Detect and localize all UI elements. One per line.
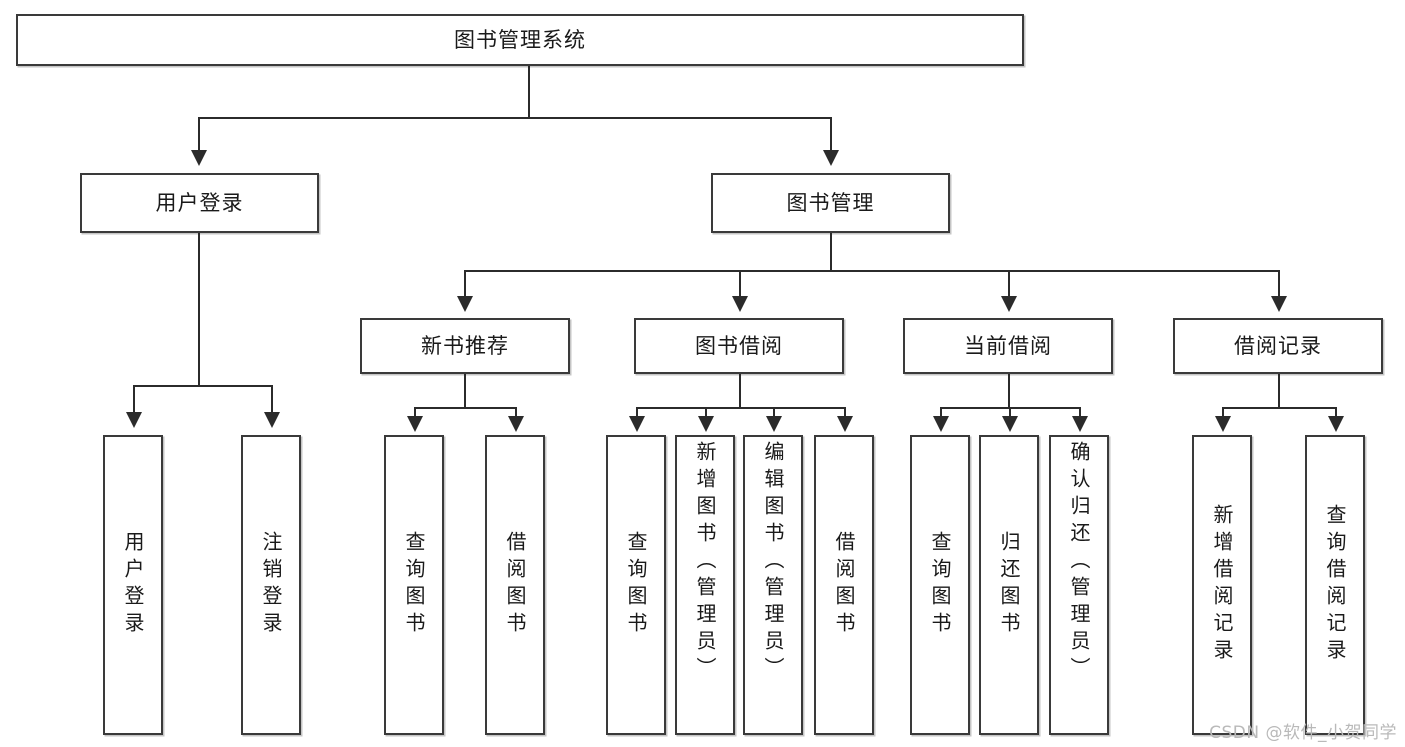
connector-book-borrow-child-1 <box>636 407 638 419</box>
arrow-user-login-child-2 <box>264 412 280 428</box>
connector-root-stem <box>528 66 530 117</box>
leaf-book-borrow-query[interactable]: 查询图书 <box>606 435 666 735</box>
connector-book-borrow-stem <box>739 374 741 407</box>
connector-book-management-stem <box>830 233 832 270</box>
connector-book-borrow-bar <box>636 407 844 409</box>
arrow-current-borrow-child-3 <box>1072 416 1088 432</box>
leaf-current-borrow-query[interactable]: 查询图书 <box>910 435 970 735</box>
node-label: 编辑图书（管理员） <box>761 441 785 684</box>
node-label: 图书借阅 <box>695 333 783 358</box>
leaf-borrow-record-add[interactable]: 新增借阅记录 <box>1192 435 1252 735</box>
connector-book-management-child-1 <box>464 270 466 299</box>
connector-new-book-stem <box>464 374 466 407</box>
node-label: 用户登录 <box>155 190 244 215</box>
node-label: 新增图书（管理员） <box>693 441 717 684</box>
node-label: 归还图书 <box>997 531 1021 639</box>
arrow-book-management-child-1 <box>457 296 473 312</box>
connector-book-management-child-4 <box>1278 270 1280 299</box>
node-label: 查询借阅记录 <box>1323 504 1347 666</box>
node-label: 查询图书 <box>624 531 648 639</box>
leaf-book-borrow-borrow[interactable]: 借阅图书 <box>814 435 874 735</box>
connector-book-borrow-child-2 <box>705 407 707 419</box>
node-label: 新增借阅记录 <box>1210 504 1234 666</box>
leaf-borrow-record-query[interactable]: 查询借阅记录 <box>1305 435 1365 735</box>
node-label: 用户登录 <box>121 531 145 639</box>
connector-book-management-child-2 <box>739 270 741 299</box>
connector-new-book-child-2 <box>515 407 517 419</box>
leaf-book-borrow-edit[interactable]: 编辑图书（管理员） <box>743 435 803 735</box>
connector-user-login-child-2 <box>271 385 273 415</box>
leaf-new-book-query[interactable]: 查询图书 <box>384 435 444 735</box>
arrow-book-management-child-2 <box>732 296 748 312</box>
connector-borrow-record-child-1 <box>1222 407 1224 419</box>
node-book-management[interactable]: 图书管理 <box>711 173 950 233</box>
node-label: 当前借阅 <box>964 333 1052 358</box>
leaf-user-login-logout[interactable]: 注销登录 <box>241 435 301 735</box>
arrow-new-book-child-2 <box>508 416 524 432</box>
node-label: 确认归还（管理员） <box>1067 441 1091 684</box>
node-label: 查询图书 <box>402 531 426 639</box>
arrow-current-borrow-child-1 <box>933 416 949 432</box>
connector-book-borrow-child-4 <box>844 407 846 419</box>
leaf-current-borrow-confirm-return[interactable]: 确认归还（管理员） <box>1049 435 1109 735</box>
arrow-current-borrow-child-2 <box>1002 416 1018 432</box>
leaf-new-book-borrow[interactable]: 借阅图书 <box>485 435 545 735</box>
node-label: 借阅图书 <box>503 531 527 639</box>
connector-borrow-record-child-2 <box>1335 407 1337 419</box>
node-label: 借阅记录 <box>1234 333 1322 358</box>
connector-current-borrow-child-2 <box>1009 407 1011 419</box>
node-new-book-recommend[interactable]: 新书推荐 <box>360 318 570 374</box>
leaf-user-login-login[interactable]: 用户登录 <box>103 435 163 735</box>
arrow-book-management-child-3 <box>1001 296 1017 312</box>
connector-current-borrow-stem <box>1008 374 1010 407</box>
connector-current-borrow-child-1 <box>940 407 942 419</box>
arrow-book-borrow-child-3 <box>766 416 782 432</box>
node-label: 新书推荐 <box>421 333 509 358</box>
node-label: 查询图书 <box>928 531 952 639</box>
csdn-watermark: CSDN @软件_小贺同学 <box>1209 723 1397 743</box>
connector-book-borrow-child-3 <box>773 407 775 419</box>
arrow-root-to-user-login <box>191 150 207 166</box>
arrow-borrow-record-child-1 <box>1215 416 1231 432</box>
connector-book-management-child-3 <box>1008 270 1010 299</box>
connector-borrow-record-stem <box>1278 374 1280 407</box>
node-label: 借阅图书 <box>832 531 856 639</box>
leaf-current-borrow-return[interactable]: 归还图书 <box>979 435 1039 735</box>
node-label: 注销登录 <box>259 531 283 639</box>
node-borrow-record[interactable]: 借阅记录 <box>1173 318 1383 374</box>
arrow-root-to-book-manage <box>823 150 839 166</box>
node-label: 图书管理系统 <box>454 27 586 52</box>
connector-current-borrow-child-3 <box>1079 407 1081 419</box>
connector-book-management-bar <box>464 270 1278 272</box>
arrow-book-borrow-child-4 <box>837 416 853 432</box>
connector-new-book-bar <box>414 407 515 409</box>
node-current-borrow[interactable]: 当前借阅 <box>903 318 1113 374</box>
arrow-book-borrow-child-2 <box>698 416 714 432</box>
arrow-new-book-child-1 <box>407 416 423 432</box>
arrow-book-management-child-4 <box>1271 296 1287 312</box>
node-user-login[interactable]: 用户登录 <box>80 173 319 233</box>
connector-root-bar <box>198 117 830 119</box>
node-label: 图书管理 <box>786 190 875 215</box>
connector-user-login-stem <box>198 233 200 385</box>
leaf-book-borrow-add[interactable]: 新增图书（管理员） <box>675 435 735 735</box>
connector-user-login-child-1 <box>133 385 135 415</box>
arrow-borrow-record-child-2 <box>1328 416 1344 432</box>
connector-borrow-record-bar <box>1222 407 1335 409</box>
node-root-system[interactable]: 图书管理系统 <box>16 14 1024 66</box>
connector-user-login-bar <box>133 385 271 387</box>
arrow-book-borrow-child-1 <box>629 416 645 432</box>
connector-root-to-user-login <box>198 117 200 153</box>
node-book-borrow[interactable]: 图书借阅 <box>634 318 844 374</box>
arrow-user-login-child-1 <box>126 412 142 428</box>
connector-root-to-book-manage <box>830 117 832 153</box>
connector-new-book-child-1 <box>414 407 416 419</box>
